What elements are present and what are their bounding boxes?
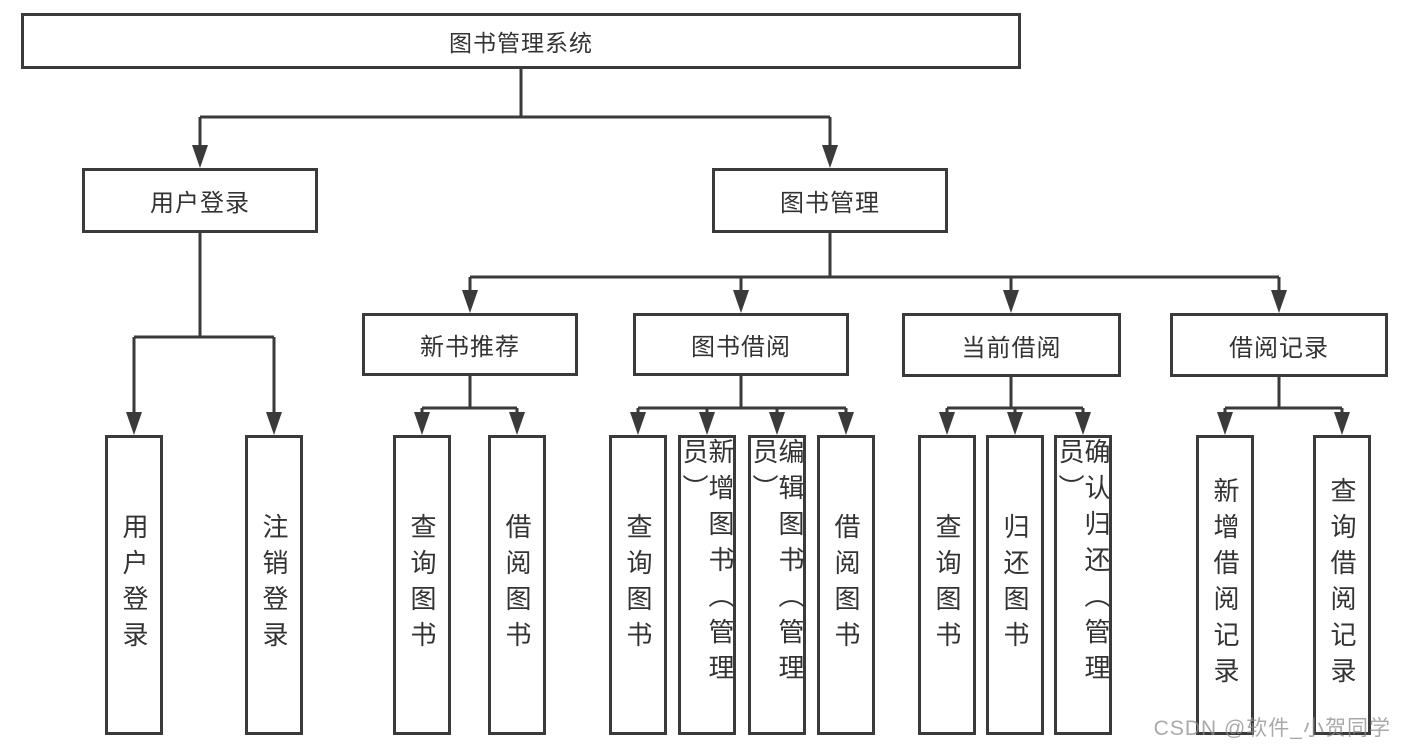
node-label: 编辑图书（管理员） xyxy=(749,438,805,690)
leaf-logout: 注销登录 xyxy=(245,435,303,735)
leaf-query-books-recommend: 查询图书 xyxy=(393,435,451,735)
leaf-confirm-return-admin: 确认归还（管理员） xyxy=(1054,435,1112,735)
node-label: 归还图书 xyxy=(1000,513,1030,657)
node-label: 用户登录 xyxy=(119,513,149,657)
leaf-edit-books-admin: 编辑图书（管理员） xyxy=(748,435,806,735)
node-borrowing-records: 借阅记录 xyxy=(1170,313,1388,377)
node-label: 当前借阅 xyxy=(961,334,1062,362)
leaf-borrow-books: 借阅图书 xyxy=(817,435,875,735)
leaf-add-borrow-record: 新增借阅记录 xyxy=(1196,435,1254,735)
node-new-book-recommendation: 新书推荐 xyxy=(362,313,578,376)
leaf-query-books-current: 查询图书 xyxy=(918,435,976,735)
node-label: 确认归还（管理员） xyxy=(1055,438,1111,690)
node-label: 注销登录 xyxy=(259,513,289,657)
leaf-user-login: 用户登录 xyxy=(105,435,163,735)
node-label: 图书管理系统 xyxy=(449,30,593,56)
node-label: 用户登录 xyxy=(150,190,250,217)
node-label: 新增图书（管理员） xyxy=(679,438,735,690)
csdn-watermark: CSDN @软件_小贺同学 xyxy=(1153,717,1391,740)
leaf-add-books-admin: 新增图书（管理员） xyxy=(678,435,736,735)
leaf-return-books: 归还图书 xyxy=(986,435,1044,735)
node-book-borrowing: 图书借阅 xyxy=(633,313,849,376)
leaf-query-borrow-record: 查询借阅记录 xyxy=(1313,435,1371,735)
node-label: 新增借阅记录 xyxy=(1210,477,1240,693)
node-library-management-system: 图书管理系统 xyxy=(21,13,1021,69)
node-label: 查询图书 xyxy=(932,513,962,657)
node-user-login: 用户登录 xyxy=(82,168,318,233)
node-label: 查询图书 xyxy=(623,513,653,657)
node-label: 借阅图书 xyxy=(831,513,861,657)
node-label: 图书管理 xyxy=(780,190,880,217)
leaf-query-books-borrow: 查询图书 xyxy=(609,435,667,735)
leaf-borrow-books-recommend: 借阅图书 xyxy=(488,435,546,735)
node-label: 查询图书 xyxy=(407,513,437,657)
node-label: 借阅记录 xyxy=(1229,334,1329,362)
node-label: 查询借阅记录 xyxy=(1327,477,1357,693)
node-book-management: 图书管理 xyxy=(712,168,948,233)
node-label: 图书借阅 xyxy=(691,334,791,361)
arrowheads xyxy=(126,145,1350,435)
node-label: 借阅图书 xyxy=(502,513,532,657)
node-current-borrowing: 当前借阅 xyxy=(902,313,1121,377)
node-label: 新书推荐 xyxy=(420,334,520,361)
